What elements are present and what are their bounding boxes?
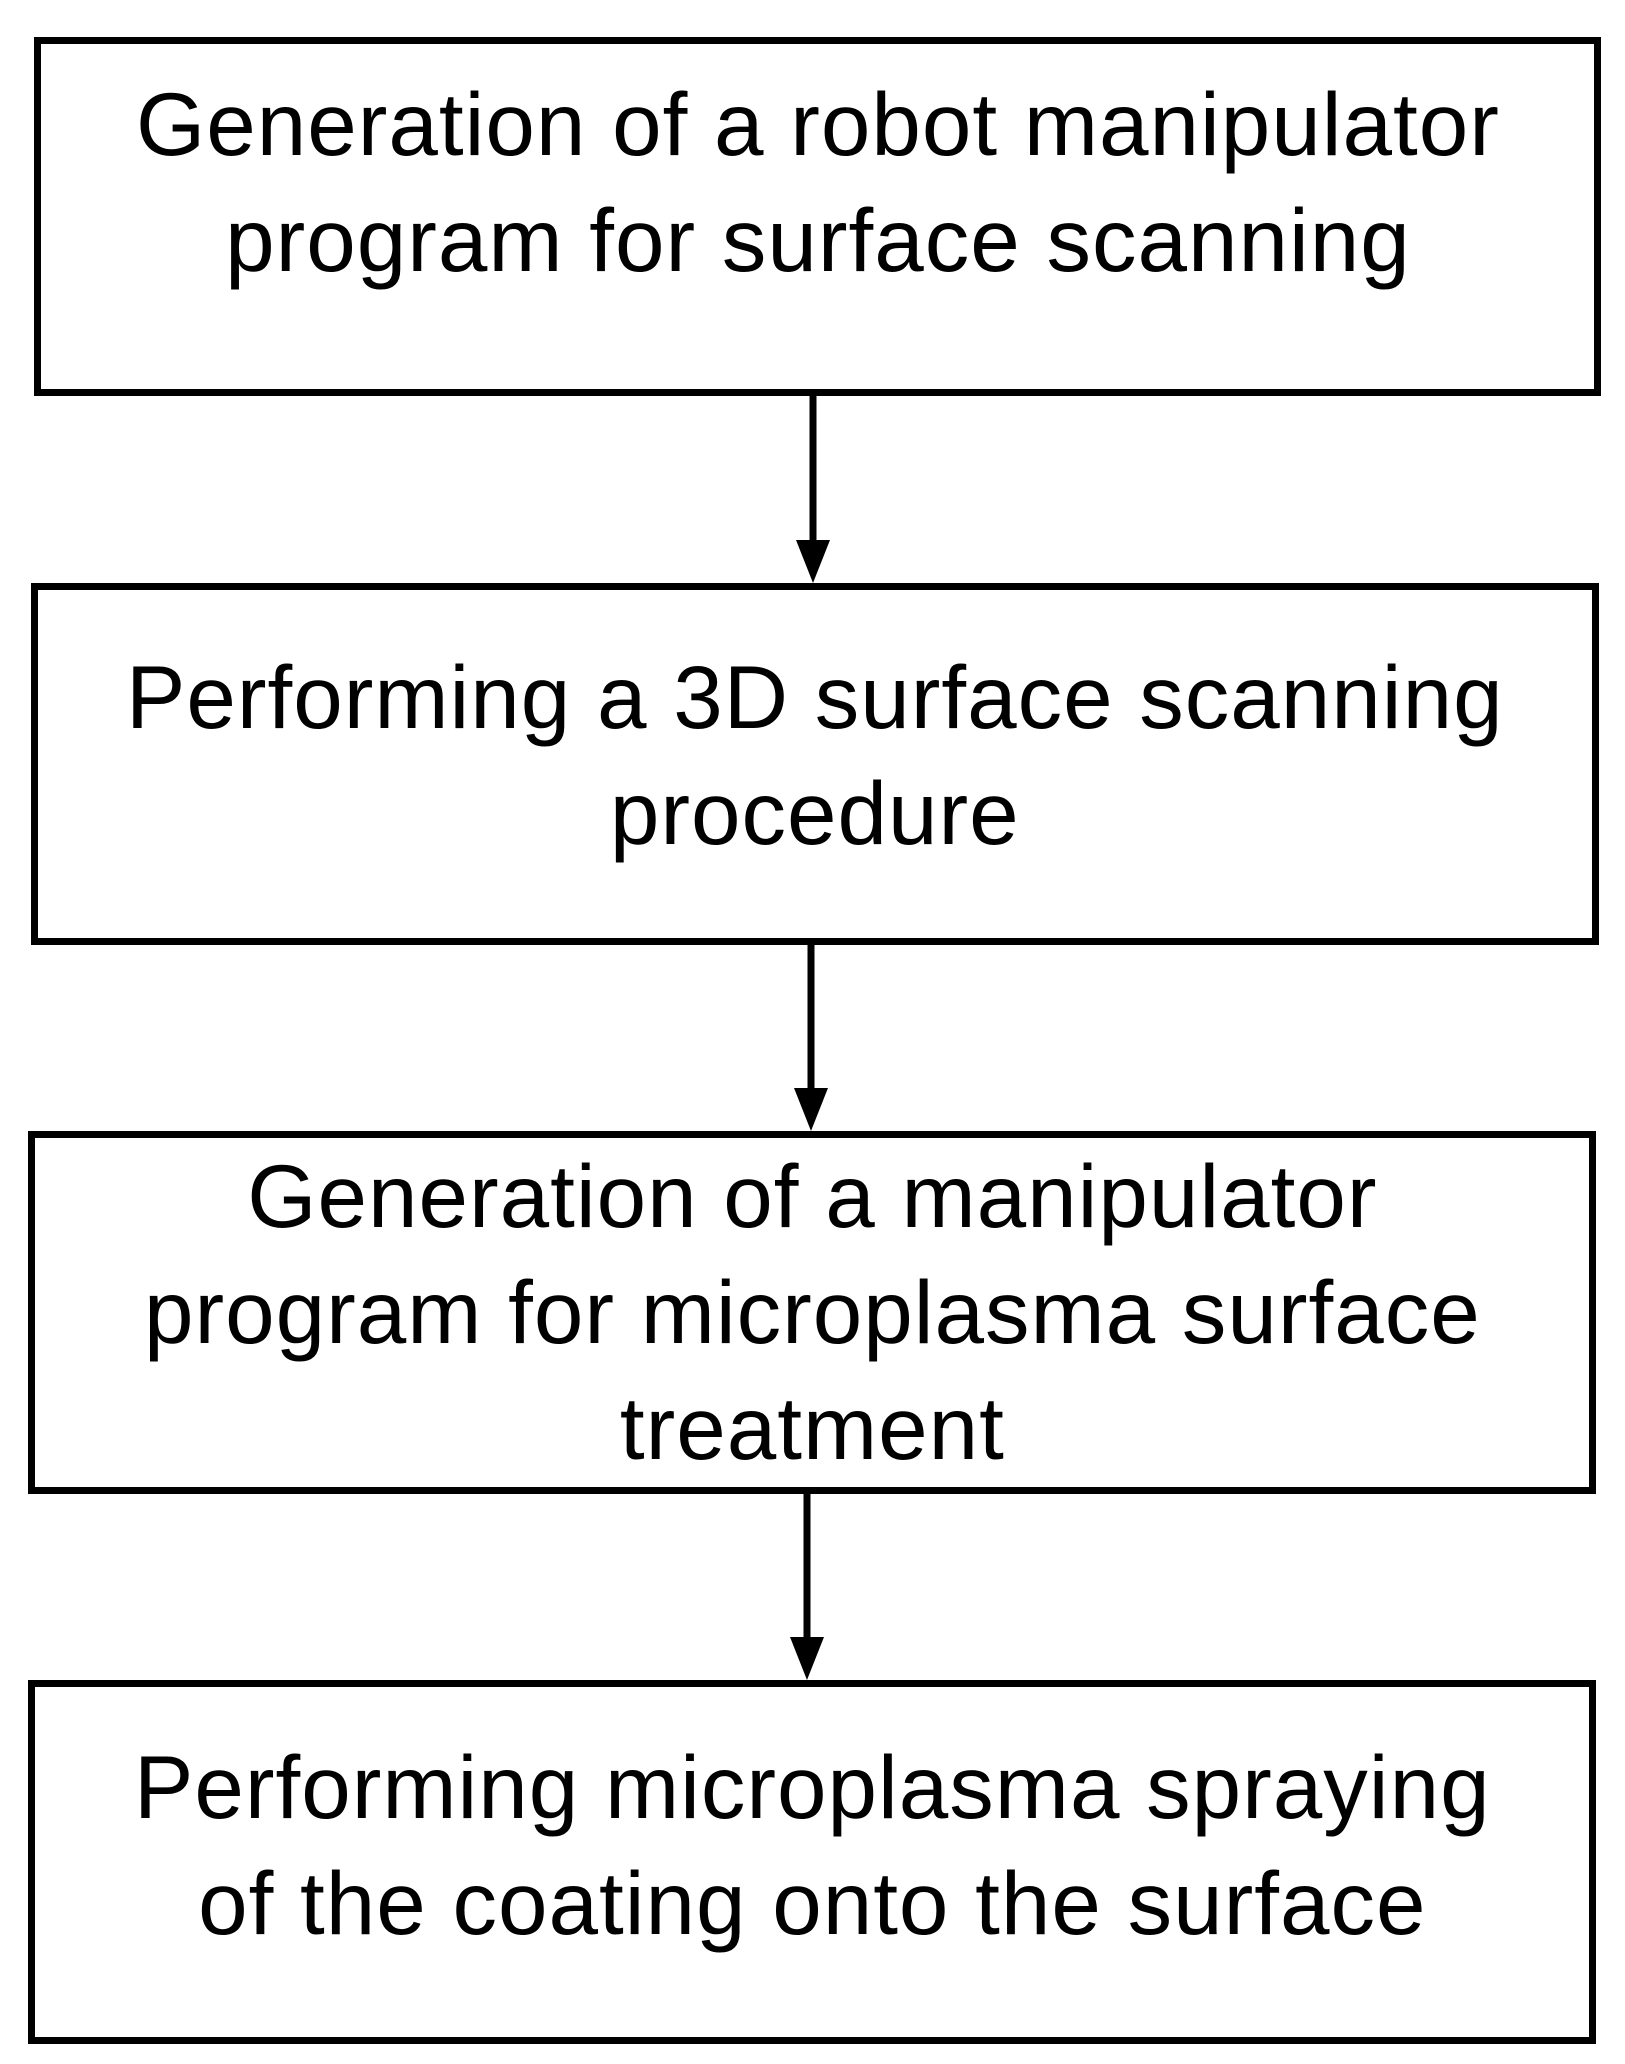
arrow-step-3-to-4 (790, 1494, 824, 1680)
step-1-line-2: program for surface scanning (225, 190, 1411, 290)
step-2-text: Performing a 3D surface scanning procedu… (126, 639, 1504, 871)
arrow-step-1-to-2 (796, 396, 830, 583)
process-step-3: Generation of a manipulator program for … (28, 1131, 1596, 1494)
step-4-text: Performing microplasma spraying of the c… (134, 1729, 1491, 1961)
step-1-text: Generation of a robot manipulator progra… (136, 66, 1500, 298)
step-3-line-1: Generation of a manipulator (247, 1146, 1378, 1246)
step-4-line-2: of the coating onto the surface (198, 1853, 1427, 1953)
step-4-line-1: Performing microplasma spraying (134, 1737, 1491, 1837)
step-3-line-2: program for microplasma surface (144, 1262, 1481, 1362)
process-step-2: Performing a 3D surface scanning procedu… (31, 583, 1599, 945)
step-3-line-3: treatment (619, 1378, 1005, 1478)
step-2-line-2: procedure (609, 763, 1020, 863)
process-step-1: Generation of a robot manipulator progra… (34, 37, 1601, 396)
arrow-step-2-to-3 (794, 945, 828, 1131)
arrow-2-head (794, 1088, 828, 1131)
arrow-3-head (790, 1637, 824, 1680)
arrow-1-head (796, 540, 830, 583)
step-1-line-1: Generation of a robot manipulator (136, 74, 1500, 174)
process-step-4: Performing microplasma spraying of the c… (28, 1680, 1596, 2044)
step-2-line-1: Performing a 3D surface scanning (126, 647, 1504, 747)
step-3-text: Generation of a manipulator program for … (144, 1138, 1481, 1486)
